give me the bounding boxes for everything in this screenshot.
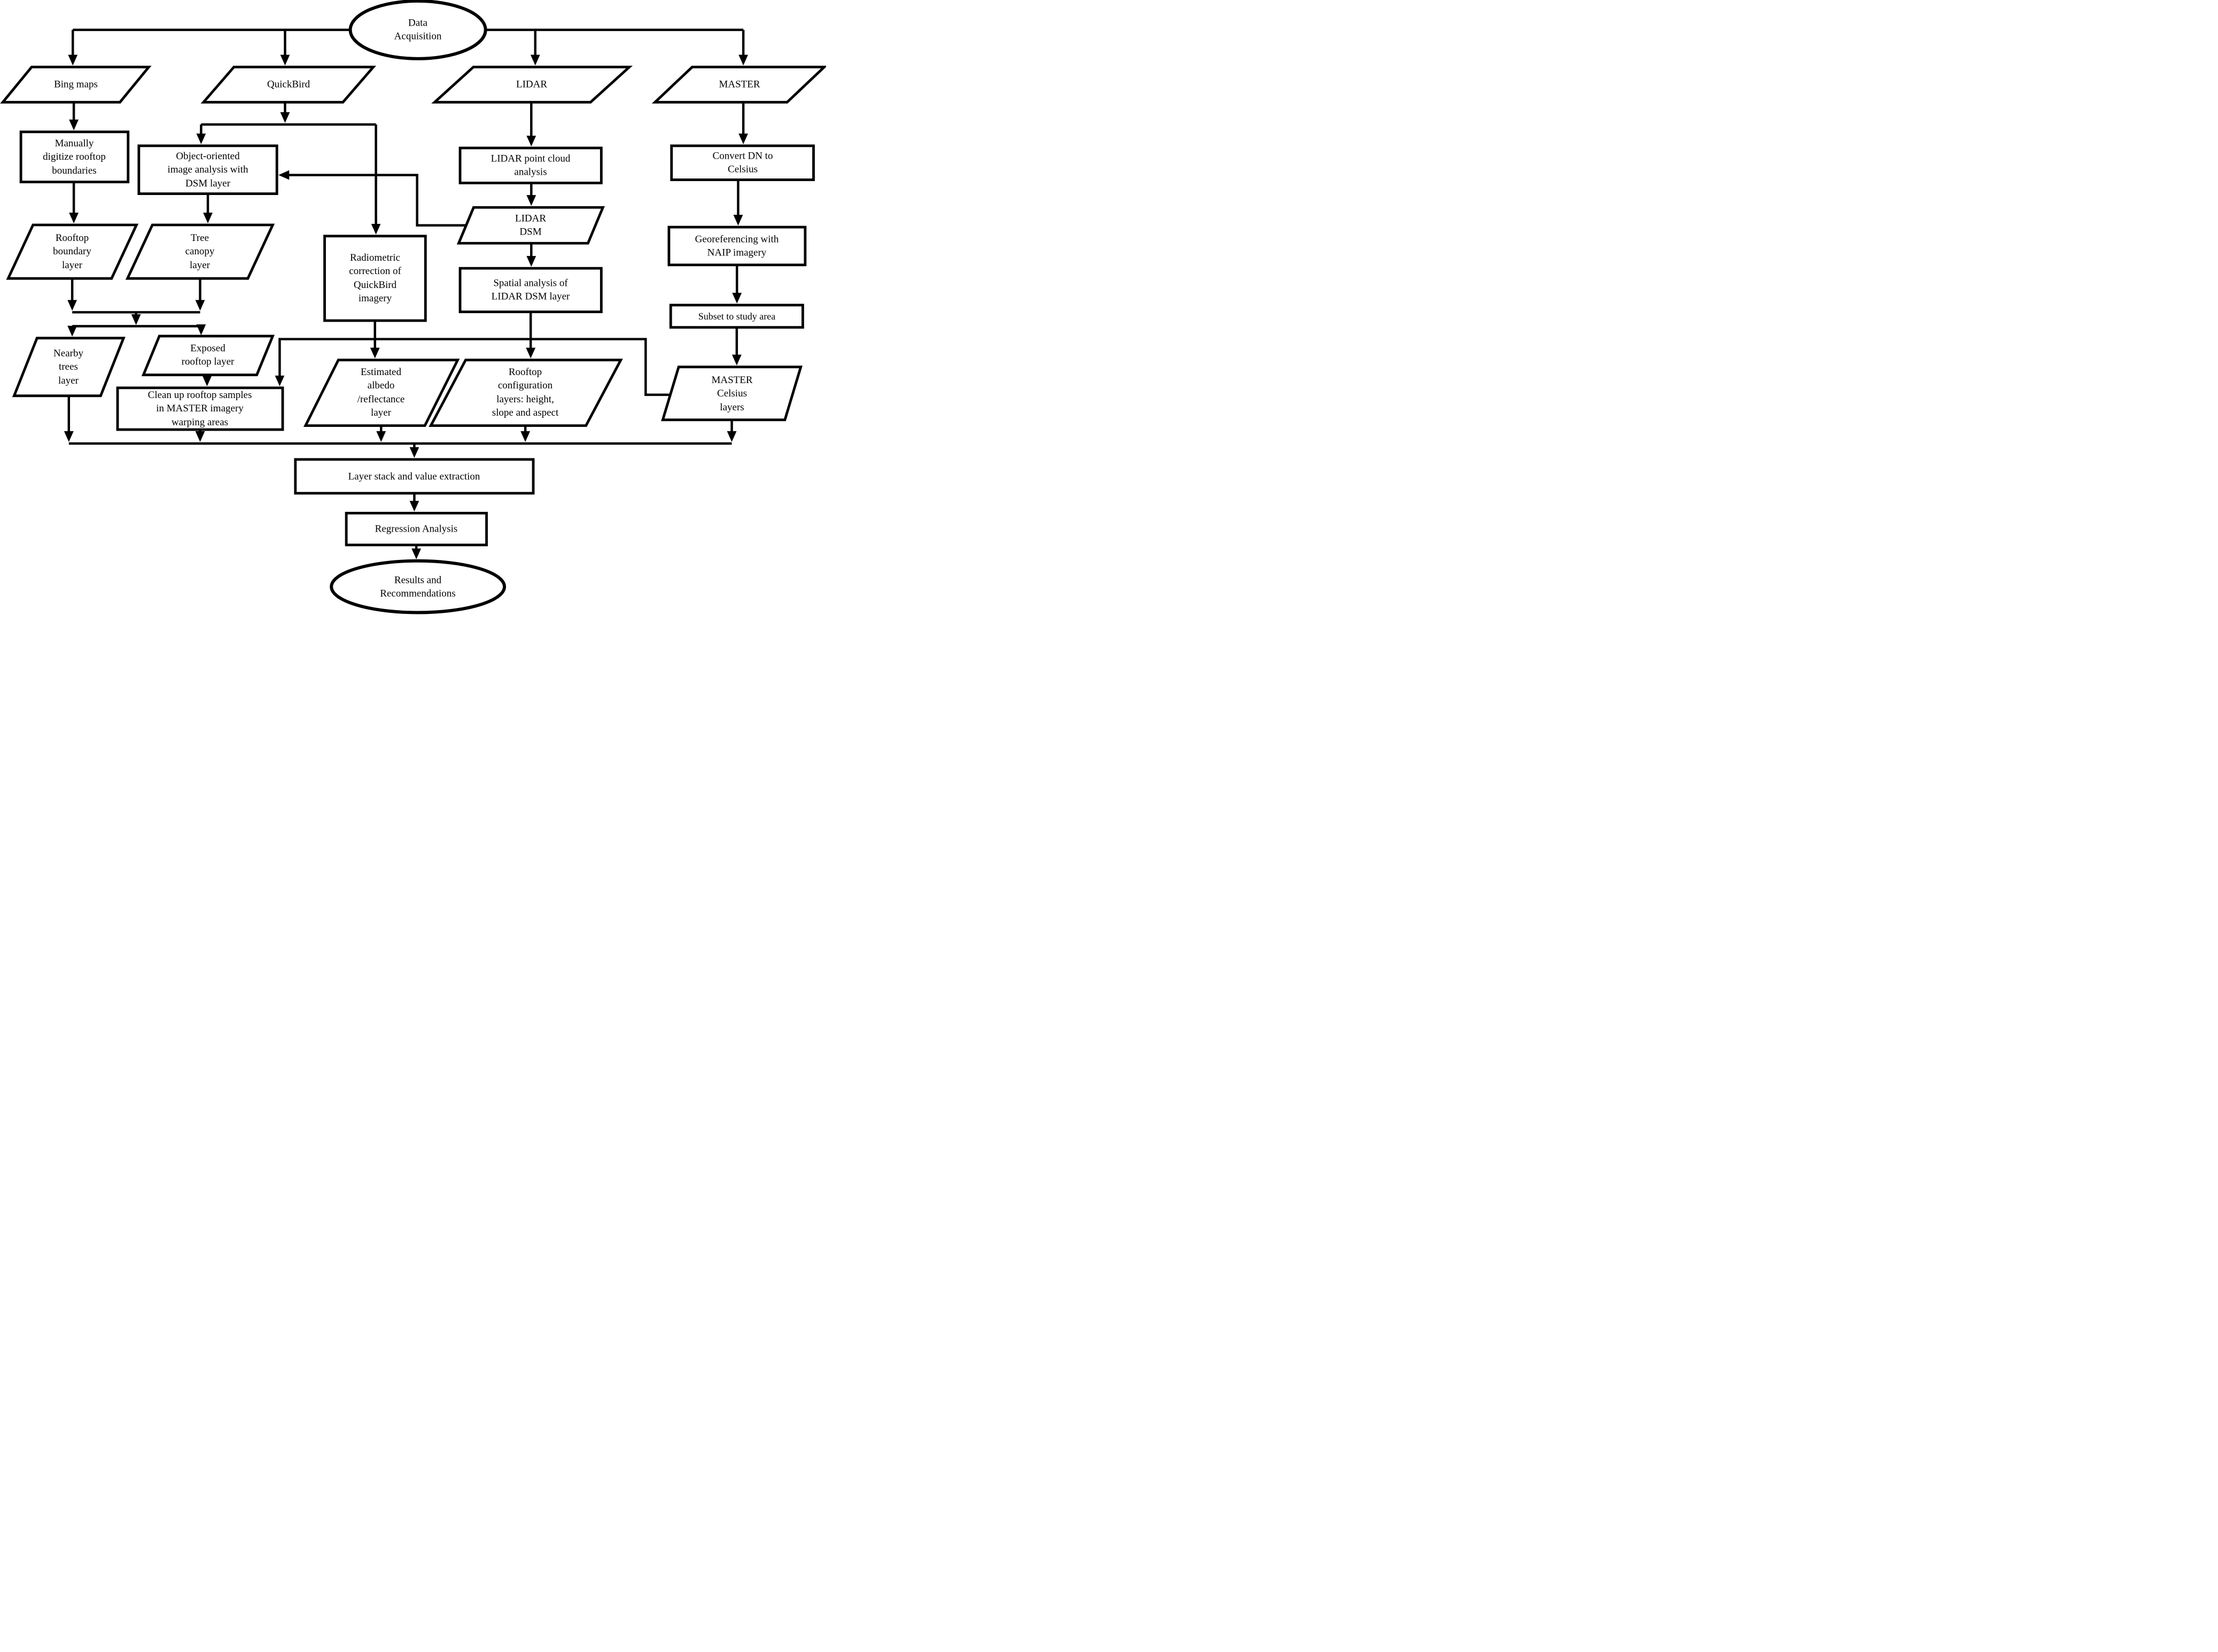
tree-canopy-shape	[125, 223, 275, 280]
quickbird-shape	[200, 66, 377, 104]
master-celsius-shape	[661, 365, 803, 422]
flowchart-drawing	[0, 0, 826, 614]
data-acquisition-shape	[348, 0, 487, 60]
bing-maps-shape	[0, 66, 152, 104]
lidar-shape	[431, 66, 633, 104]
layer-stack-shape	[294, 458, 535, 495]
cleanup-shape	[116, 386, 284, 431]
lidar-point-cloud-shape	[458, 146, 603, 184]
estimated-albedo-shape	[303, 359, 460, 427]
convert-dn-shape	[670, 144, 815, 181]
radiometric-shape	[323, 235, 427, 322]
exposed-rooftop-shape	[141, 334, 275, 377]
rooftop-boundary-shape	[6, 223, 139, 280]
nearby-trees-shape	[12, 337, 126, 398]
regression-shape	[345, 511, 488, 547]
manually-digitize-shape	[19, 130, 130, 184]
master-shape	[651, 66, 826, 104]
lidar-dsm-shape	[456, 206, 605, 245]
rooftop-config-shape	[429, 359, 623, 427]
object-oriented-shape	[137, 144, 278, 195]
flowchart-canvas: Data Acquisition Bing maps QuickBird LID…	[0, 0, 826, 615]
connector-lines	[64, 28, 749, 559]
georeferencing-shape	[667, 225, 807, 267]
subset-shape	[669, 303, 804, 329]
node-shapes	[0, 0, 826, 614]
results-shape	[330, 559, 507, 614]
spatial-analysis-shape	[458, 267, 603, 314]
